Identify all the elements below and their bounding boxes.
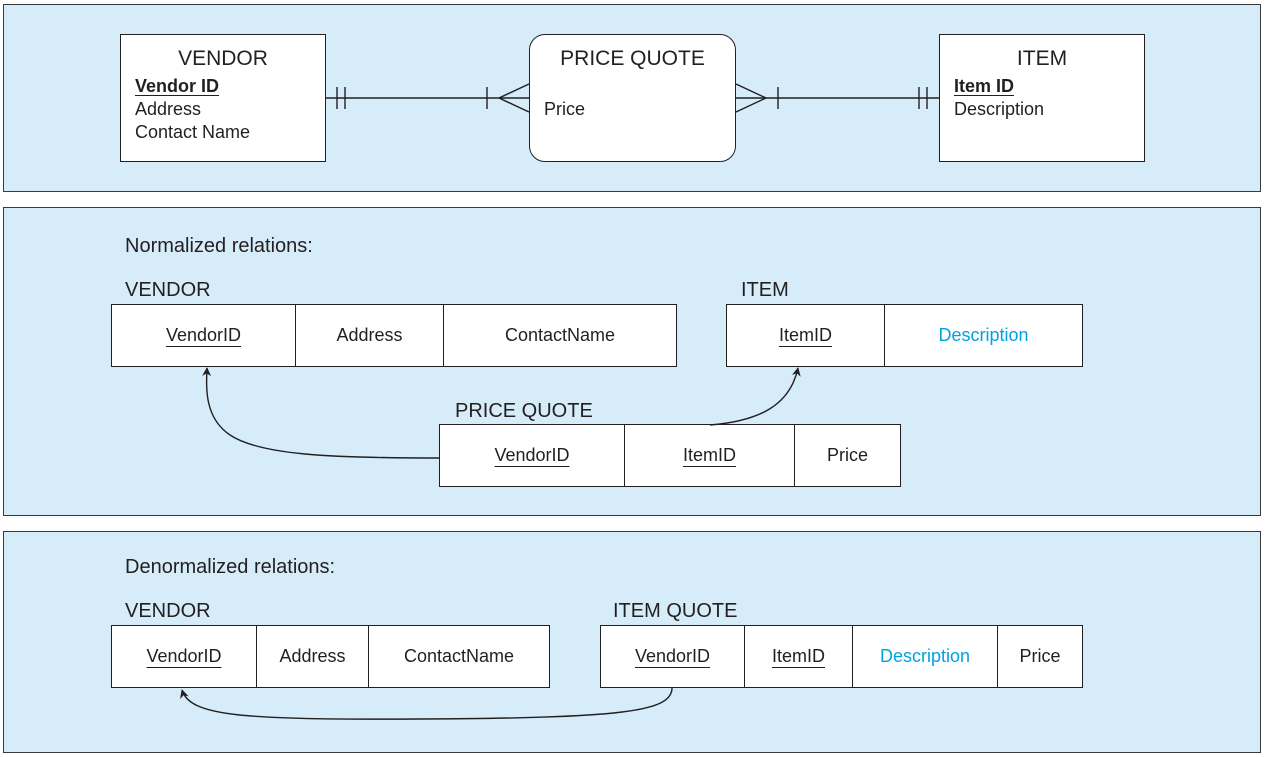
norm-price-quote-key-cell: VendorID (440, 425, 625, 486)
norm-vendor-key-cell: VendorID (112, 305, 296, 366)
denorm-item-quote-key-cell: ItemID (745, 626, 853, 687)
norm-vendor-attribute-cell: Address (296, 305, 444, 366)
denorm-vendor-relation-name: VENDOR (125, 600, 211, 622)
entity-item-attribute: Description (954, 99, 1045, 119)
norm-price-quote-relation: VendorID ItemID Price (439, 424, 901, 487)
denormalized-relations-label: Denormalized relations: (125, 556, 336, 578)
denorm-item-quote-description-cell: Description (853, 626, 998, 687)
norm-vendor-relation: VendorID Address ContactName (111, 304, 677, 367)
denorm-vendor-relation: VendorID Address ContactName (111, 625, 550, 688)
norm-item-relation-name: ITEM (741, 279, 789, 301)
denorm-vendor-key-cell: VendorID (112, 626, 257, 687)
entity-item-name: ITEM (1016, 47, 1068, 70)
denorm-item-quote-key-cell: VendorID (601, 626, 745, 687)
entity-vendor-attribute: Address (135, 99, 202, 119)
norm-price-quote-attribute-cell: Price (826, 445, 868, 465)
denorm-item-quote-relation: VendorID ItemID Description Price (600, 625, 1083, 688)
norm-item-relation: ItemID Description (726, 304, 1083, 367)
entity-item: ITEM Item ID Description (939, 34, 1145, 162)
denorm-vendor-attribute-cell: ContactName (403, 646, 515, 666)
entity-vendor-identifier: Vendor ID (135, 76, 220, 96)
denorm-item-quote-attribute-cell: Price (1019, 646, 1061, 666)
associative-entity-price-quote: PRICE QUOTE Price (529, 34, 736, 162)
denorm-vendor-attribute-cell: Address (257, 626, 369, 687)
norm-item-key-cell: ItemID (727, 305, 885, 366)
normalized-relations-label: Normalized relations: (125, 235, 313, 257)
entity-vendor-attribute: Contact Name (135, 122, 251, 142)
norm-vendor-attribute-cell: ContactName (504, 325, 616, 345)
norm-item-description-cell: Description (938, 325, 1029, 345)
entity-price-quote-name: PRICE QUOTE (560, 47, 705, 70)
entity-vendor: VENDOR Vendor ID Address Contact Name (120, 34, 326, 162)
entity-price-quote-attribute: Price (544, 99, 586, 119)
norm-price-quote-relation-name: PRICE QUOTE (455, 400, 593, 422)
entity-vendor-name: VENDOR (178, 47, 268, 70)
denorm-item-quote-relation-name: ITEM QUOTE (613, 600, 738, 622)
entity-item-identifier: Item ID (954, 76, 1015, 96)
norm-vendor-relation-name: VENDOR (125, 279, 211, 301)
norm-price-quote-key-cell: ItemID (625, 425, 795, 486)
